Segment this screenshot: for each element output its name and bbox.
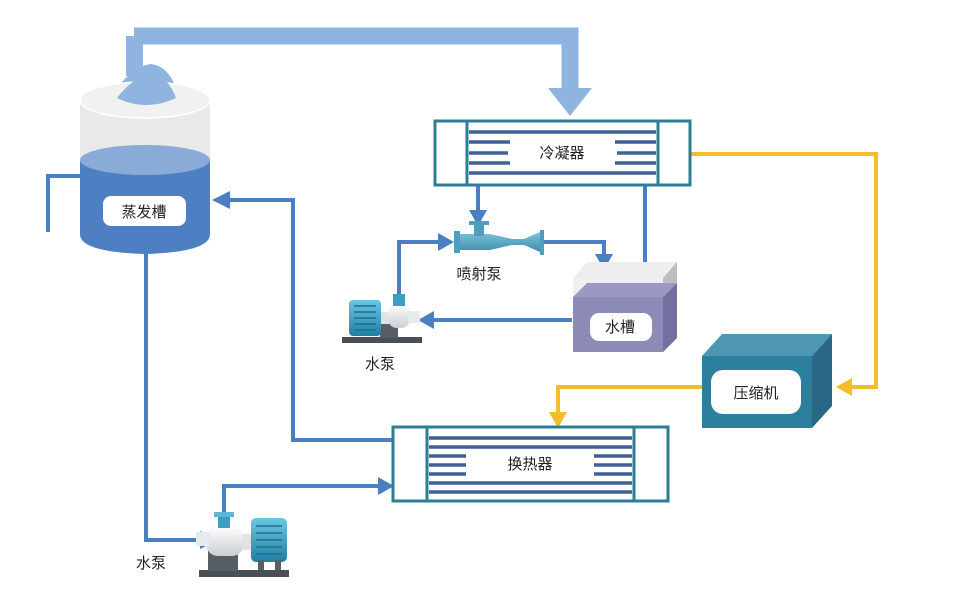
heat-exchanger: 换热器 — [391, 425, 670, 503]
refrigerant-pipes — [549, 152, 878, 428]
compressor-label: 压缩机 — [733, 384, 778, 402]
water-pump-upper: 水泵 — [342, 294, 422, 373]
evaporation-tank: 蒸发槽 — [46, 74, 211, 254]
arrow-left-icon — [418, 311, 434, 329]
ejector-pump: 喷射泵 — [454, 221, 544, 283]
water-tank: 水槽 — [573, 262, 677, 352]
arrow-left-icon — [836, 378, 852, 396]
water-pipes — [144, 186, 647, 542]
arrow-right-icon — [438, 233, 454, 251]
arrow-down-icon — [469, 210, 487, 226]
water-pump-lower: 水泵 — [136, 512, 289, 577]
evaporation-tank-label: 蒸发槽 — [121, 203, 166, 221]
arrow-down-icon — [549, 412, 567, 428]
vapor-arrow-icon — [548, 88, 592, 116]
water-pump-upper-label: 水泵 — [365, 355, 395, 373]
water-tank-label-box — [590, 313, 652, 341]
condenser: 冷凝器 — [433, 119, 692, 187]
water-pump-lower-label: 水泵 — [136, 554, 166, 572]
arrow-right-icon — [378, 477, 394, 495]
condenser-label: 冷凝器 — [539, 144, 584, 162]
water-tank-label: 水槽 — [605, 318, 635, 336]
compressor: 压缩机 — [702, 334, 832, 428]
arrow-left-icon — [212, 191, 230, 209]
evaporation-tank-label-box — [103, 196, 186, 226]
ejector-pump-label: 喷射泵 — [456, 265, 501, 283]
heat-exchanger-label: 换热器 — [507, 455, 552, 473]
compressor-label-box — [711, 370, 801, 414]
